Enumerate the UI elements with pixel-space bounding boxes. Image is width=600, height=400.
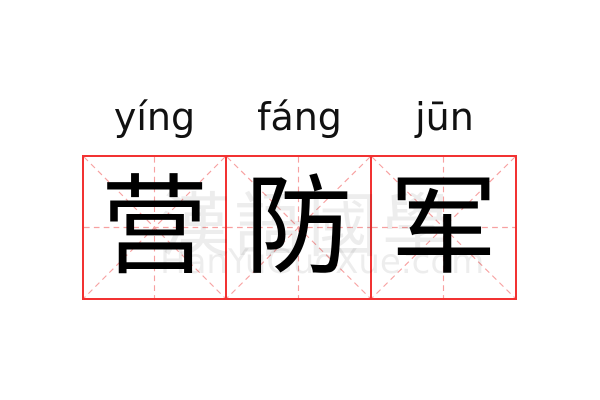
pinyin-1: yíng (113, 95, 196, 139)
hanzi-1: 营 (100, 164, 209, 290)
hanzi-2: 防 (244, 164, 353, 290)
pinyin-2: fáng (257, 95, 342, 139)
grid-cell-3: 军 (372, 155, 517, 300)
character-grid: 营 防 军 (82, 155, 518, 300)
grid-cell-2: 防 (227, 155, 372, 300)
hanzi-3: 军 (389, 164, 498, 290)
guide-lines (84, 157, 225, 298)
pinyin-3: jūn (415, 95, 474, 139)
guide-lines (227, 157, 370, 298)
grid-cell-1: 营 (82, 155, 227, 300)
guide-lines (372, 157, 515, 298)
